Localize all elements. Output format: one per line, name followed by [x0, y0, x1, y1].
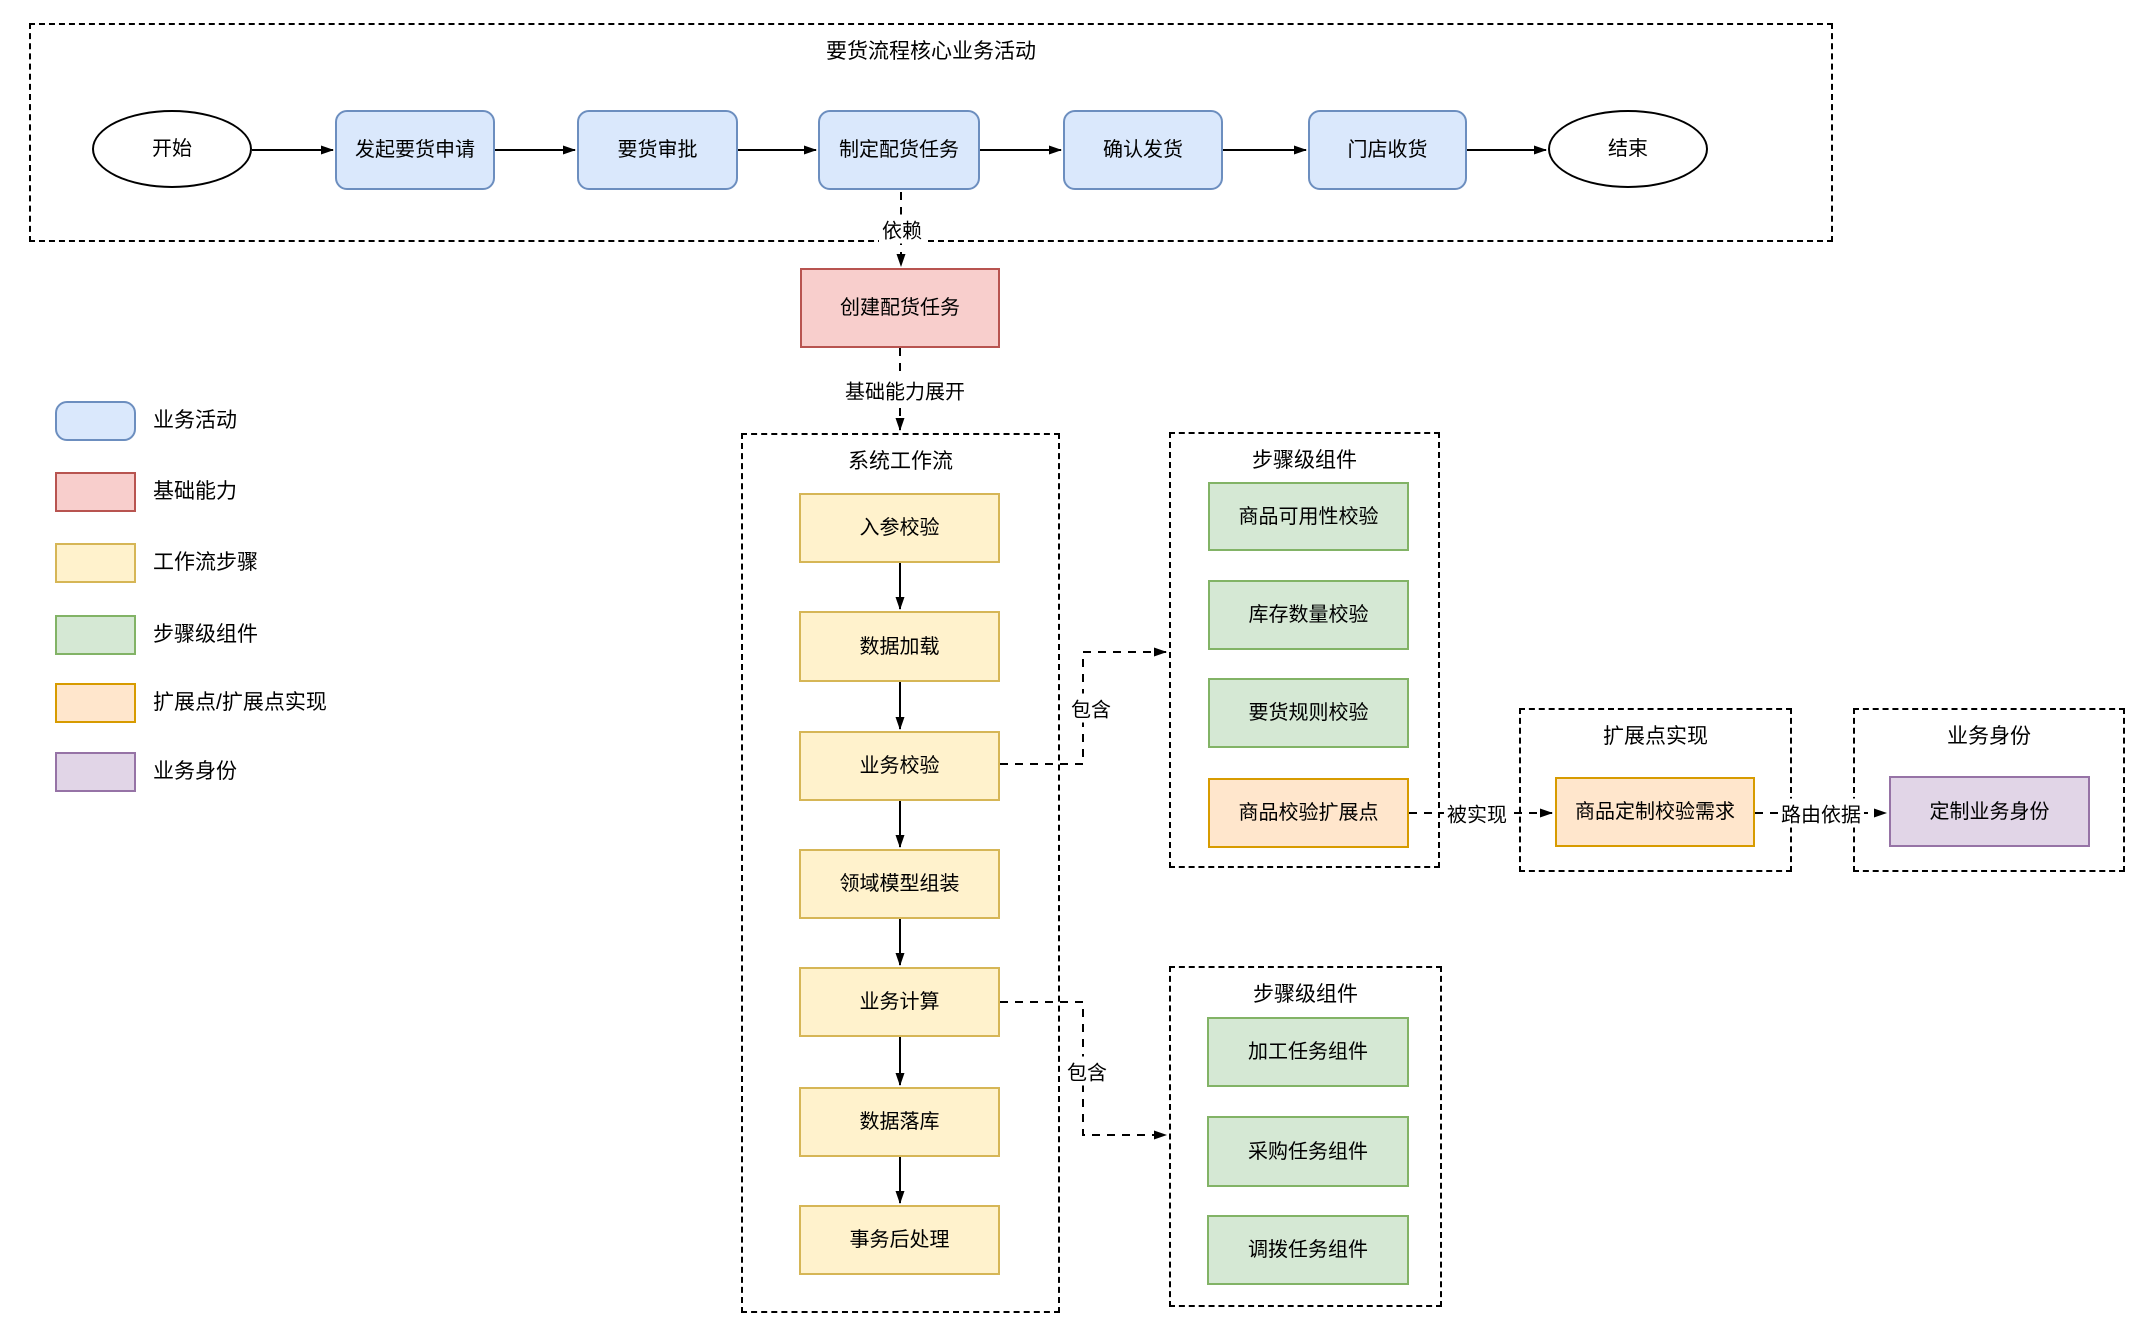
node-store-receiving: 门店收货 [1308, 110, 1467, 190]
legend-label-business-identity: 业务身份 [153, 760, 237, 783]
legend-label-base-capability: 基础能力 [153, 480, 237, 503]
legend-label-step-component: 步骤级组件 [153, 623, 258, 646]
node-custom-business-identity: 定制业务身份 [1889, 776, 2090, 847]
group-workflow-title: 系统工作流 [848, 450, 953, 473]
group-extension-impl: 扩展点实现 [1519, 708, 1792, 872]
legend-swatch-business-identity [55, 752, 136, 792]
edge-label-include-1: 包含 [1068, 693, 1114, 723]
node-make-distribution-task: 制定配货任务 [818, 110, 980, 190]
node-purchase-task-component: 采购任务组件 [1207, 1116, 1409, 1187]
legend-label-workflow-step: 工作流步骤 [153, 551, 258, 574]
legend-swatch-business-activity [55, 401, 136, 441]
legend-swatch-workflow-step [55, 543, 136, 583]
node-request-rule-check: 要货规则校验 [1208, 678, 1409, 748]
edge-label-expand: 基础能力展开 [842, 375, 968, 405]
group-task-components: 步骤级组件 [1169, 966, 1442, 1307]
edge-label-include-2: 包含 [1064, 1056, 1110, 1086]
node-transfer-task-component: 调拨任务组件 [1207, 1215, 1409, 1285]
node-goods-validation-extension-point: 商品校验扩展点 [1208, 778, 1409, 848]
group-validation-components: 步骤级组件 [1169, 432, 1440, 868]
group-business-identity-title: 业务身份 [1947, 725, 2031, 748]
legend-swatch-base-capability [55, 472, 136, 512]
legend-label-extension-point: 扩展点/扩展点实现 [153, 691, 327, 714]
node-goods-availability-check: 商品可用性校验 [1208, 482, 1409, 551]
node-processing-task-component: 加工任务组件 [1207, 1017, 1409, 1087]
group-core-business-activities: 要货流程核心业务活动 [29, 23, 1833, 242]
group-core-title: 要货流程核心业务活动 [826, 40, 1036, 63]
group-system-workflow: 系统工作流 [741, 433, 1060, 1313]
legend-swatch-step-component [55, 615, 136, 655]
edge-label-implemented: 被实现 [1444, 798, 1510, 828]
node-inventory-quantity-check: 库存数量校验 [1208, 580, 1409, 650]
node-raise-request: 发起要货申请 [335, 110, 495, 190]
group-validation-components-title: 步骤级组件 [1252, 449, 1357, 472]
node-business-validation: 业务校验 [799, 731, 1000, 801]
group-business-identity: 业务身份 [1853, 708, 2125, 872]
node-post-transaction: 事务后处理 [799, 1205, 1000, 1275]
node-request-approval: 要货审批 [577, 110, 738, 190]
node-domain-model-assembly: 领域模型组装 [799, 849, 1000, 919]
legend-label-business-activity: 业务活动 [153, 409, 237, 432]
group-task-components-title: 步骤级组件 [1253, 983, 1358, 1006]
legend-swatch-extension-point [55, 683, 136, 723]
node-data-persistence: 数据落库 [799, 1087, 1000, 1157]
edge-label-routing: 路由依据 [1778, 798, 1864, 828]
node-data-loading: 数据加载 [799, 611, 1000, 682]
node-business-calculation: 业务计算 [799, 967, 1000, 1037]
node-create-distribution-task: 创建配货任务 [800, 268, 1000, 348]
edge-label-depends: 依赖 [879, 214, 925, 244]
node-end: 结束 [1548, 110, 1708, 188]
node-param-validation: 入参校验 [799, 493, 1000, 563]
node-confirm-shipment: 确认发货 [1063, 110, 1223, 190]
group-extension-impl-title: 扩展点实现 [1603, 725, 1708, 748]
node-custom-goods-validation: 商品定制校验需求 [1555, 777, 1755, 847]
node-start: 开始 [92, 110, 252, 188]
